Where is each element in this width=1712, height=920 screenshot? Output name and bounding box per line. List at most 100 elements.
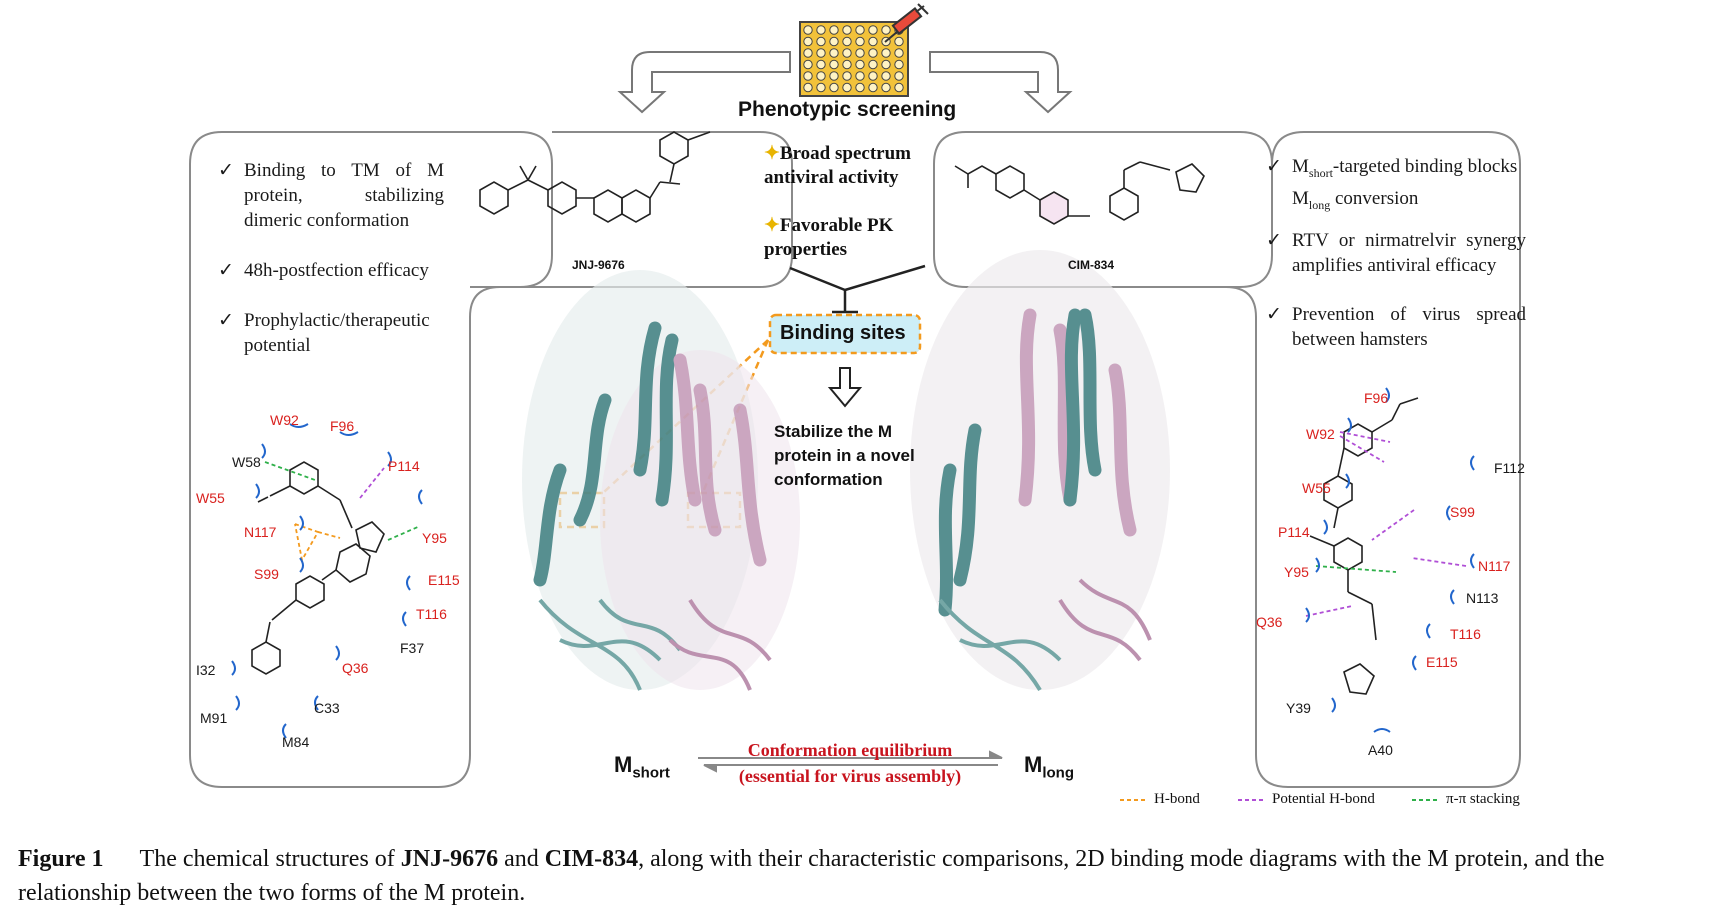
feature-broad-spectrum: ✦Broad spectrum antiviral activity	[764, 143, 911, 188]
star-icon: ✦	[764, 215, 780, 236]
star-icon: ✦	[764, 143, 780, 164]
residue-label: Q36	[1256, 614, 1283, 630]
residue-label: W55	[196, 490, 225, 506]
right-bullet-3: ✓ Prevention of virus spread between ham…	[1266, 304, 1526, 350]
plate-well	[816, 36, 826, 47]
right-residue-arcs	[1305, 387, 1475, 733]
check-icon: ✓	[218, 260, 234, 281]
right-bullet-1: ✓ Mshort-targeted binding blocks Mlong c…	[1266, 156, 1518, 212]
plate-well	[816, 25, 826, 35]
plate-well	[868, 25, 878, 35]
residue-label: W92	[270, 412, 299, 428]
right-binding-diagram	[1309, 397, 1419, 695]
check-icon: ✓	[218, 160, 234, 181]
residue-label: F96	[330, 418, 355, 434]
residue-label: I32	[196, 662, 216, 678]
cim-834-structure	[954, 161, 1205, 225]
legend-h-bond: H-bond	[1154, 791, 1200, 807]
check-icon: ✓	[1266, 304, 1282, 325]
right-curved-arrow	[929, 51, 1073, 114]
plate-well	[803, 25, 813, 35]
residue-label: Y39	[1286, 700, 1311, 716]
plate-well	[829, 71, 839, 81]
left-curved-arrow	[617, 51, 791, 114]
left-interactions	[264, 461, 421, 563]
left-binding-diagram	[251, 461, 385, 675]
plate-well	[855, 59, 865, 70]
plate-well	[855, 82, 865, 93]
residue-label: F96	[1364, 390, 1389, 406]
residue-label: W92	[1306, 426, 1335, 442]
plate-well	[803, 59, 813, 70]
plate-well	[855, 71, 865, 81]
plate-well	[868, 48, 878, 58]
left-structure-box	[470, 131, 793, 288]
residue-label: N113	[1466, 590, 1499, 606]
residue-label: F37	[400, 640, 425, 656]
plate-well	[855, 25, 865, 35]
right-bullet-2: ✓ RTV or nirmatrelvir synergy amplifies …	[1266, 230, 1526, 276]
plate-well	[803, 82, 813, 93]
plate-well	[881, 59, 891, 70]
plate-well	[842, 82, 852, 93]
residue-label: F112	[1494, 460, 1525, 476]
figure-graphics	[189, 3, 1521, 801]
residue-label: C33	[314, 700, 340, 716]
plate-well	[842, 25, 852, 35]
residue-label: W55	[1302, 480, 1331, 496]
plate-well	[829, 59, 839, 70]
residue-label: N117	[244, 524, 277, 540]
plate-well	[894, 59, 904, 70]
plate-well	[816, 71, 826, 81]
cim-834-label: CIM-834	[1068, 258, 1115, 272]
residue-label: N117	[1478, 558, 1511, 574]
legend-potential-h-bond: Potential H-bond	[1272, 791, 1375, 807]
jnj-9676-label: JNJ-9676	[572, 258, 625, 272]
plate-well	[881, 25, 891, 35]
plate-well	[881, 48, 891, 58]
plate-well	[803, 36, 813, 47]
figure-label: Figure 1	[18, 846, 104, 872]
jnj-9676-structure	[479, 131, 711, 223]
residue-label: S99	[254, 566, 279, 582]
residue-label: T116	[416, 606, 447, 622]
left-panel-border	[189, 131, 553, 788]
residue-label: A40	[1368, 742, 1393, 758]
plate-well	[829, 25, 839, 35]
plate-well	[881, 71, 891, 81]
plate-well	[816, 82, 826, 93]
plate-well	[868, 82, 878, 93]
plate-well	[855, 48, 865, 58]
m-long-label: Mlong	[1024, 752, 1074, 782]
inhibition-symbol	[789, 264, 926, 314]
plate-well	[894, 82, 904, 93]
residue-label: P114	[1278, 524, 1310, 540]
plate-well	[868, 71, 878, 81]
equilibrium-arrows	[698, 750, 1003, 773]
stabilize-text: Stabilize the M protein in a novel confo…	[774, 422, 915, 489]
right-panel-border	[1225, 131, 1521, 788]
feature-pk: ✦Favorable PK properties	[764, 215, 894, 260]
plate-well	[842, 71, 852, 81]
residue-label: Q36	[342, 660, 369, 676]
plate-well	[803, 48, 813, 58]
check-icon: ✓	[1266, 230, 1282, 251]
equilibrium-line1: Conformation equilibrium	[747, 740, 953, 760]
down-arrow-icon	[827, 367, 863, 408]
binding-sites-label: Binding sites	[780, 322, 906, 344]
plate-well	[829, 36, 839, 47]
plate-well	[842, 59, 852, 70]
syringe-icon	[884, 3, 929, 43]
plate-well	[829, 82, 839, 93]
plate-well	[842, 48, 852, 58]
left-bullet-3: ✓ Prophylactic/therapeutic potential	[218, 310, 430, 356]
binding-sites-box	[768, 313, 922, 355]
residue-label: E115	[1426, 654, 1458, 670]
equilibrium-line2: (essential for virus assembly)	[738, 766, 962, 786]
plate-well	[829, 48, 839, 58]
legend-pi-stacking: π-π stacking	[1446, 791, 1520, 807]
plate-well	[868, 36, 878, 47]
residue-label: Y95	[1284, 564, 1309, 580]
plate-well	[816, 59, 826, 70]
